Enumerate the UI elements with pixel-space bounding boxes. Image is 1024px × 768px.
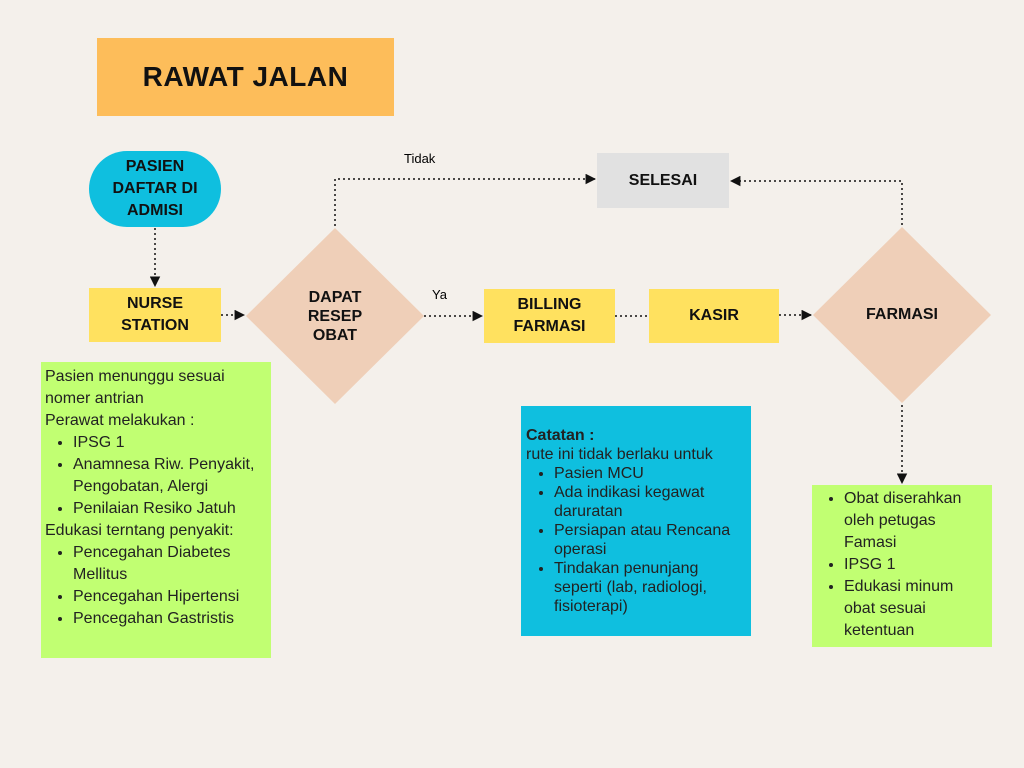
decision-resep-diamond [246, 228, 424, 404]
arrow-decision-to-selesai [334, 173, 597, 226]
note-text: Edukasi terntang penyakit: [45, 522, 234, 539]
node-billing-farmasi: BILLING FARMASI [484, 289, 615, 343]
list-item: IPSG 1 [73, 432, 267, 454]
list-item: Pencegahan Diabetes Mellitus [73, 542, 267, 586]
note-list: Pencegahan Diabetes Mellitus Pencegahan … [45, 542, 267, 630]
note-text: Perawat melakukan : [45, 412, 195, 429]
note-catatan: Catatan : rute ini tidak berlaku untuk P… [521, 406, 751, 636]
node-selesai: SELESAI [597, 153, 729, 208]
list-item: Ada indikasi kegawat daruratan [554, 483, 747, 521]
list-item: Pasien MCU [554, 464, 747, 483]
note-list: Pasien MCU Ada indikasi kegawat darurata… [526, 464, 747, 616]
list-item: Pencegahan Gastristis [73, 608, 267, 630]
note-list: Obat diserahkan oleh petugas Famasi IPSG… [816, 488, 988, 642]
edge-label-tidak: Tidak [404, 151, 436, 166]
node-kasir: KASIR [649, 289, 779, 343]
list-item: Anamnesa Riw. Penyakit, Pengobatan, Aler… [73, 454, 267, 498]
list-item: Penilaian Resiko Jatuh [73, 498, 267, 520]
page-title: RAWAT JALAN [97, 38, 394, 116]
node-dapat-resep-obat: DAPAT RESEP OBAT [307, 288, 363, 344]
node-nurse-station: NURSE STATION [89, 288, 221, 342]
note-heading: Catatan : [526, 427, 595, 444]
note-list: IPSG 1 Anamnesa Riw. Penyakit, Pengobata… [45, 432, 267, 520]
note-nurse-station: Pasien menunggu sesuai nomer antrian Per… [41, 362, 271, 658]
node-farmasi: FARMASI [866, 305, 938, 323]
list-item: Pencegahan Hipertensi [73, 586, 267, 608]
list-item: IPSG 1 [844, 554, 988, 576]
list-item: Obat diserahkan oleh petugas Famasi [844, 488, 988, 554]
arrow-farmasi-to-selesai [729, 175, 903, 225]
list-item: Persiapan atau Rencana operasi [554, 521, 747, 559]
note-text: rute ini tidak berlaku untuk [526, 446, 713, 463]
edge-label-ya: Ya [432, 287, 448, 302]
note-text: Pasien menunggu sesuai nomer antrian [45, 368, 225, 407]
list-item: Edukasi minum obat sesuai ketentuan [844, 576, 988, 642]
decision-farmasi-diamond [813, 227, 991, 403]
node-pasien-daftar: PASIEN DAFTAR DI ADMISI [89, 151, 221, 227]
list-item: Tindakan penunjang seperti (lab, radiolo… [554, 559, 747, 616]
note-farmasi: Obat diserahkan oleh petugas Famasi IPSG… [812, 485, 992, 647]
